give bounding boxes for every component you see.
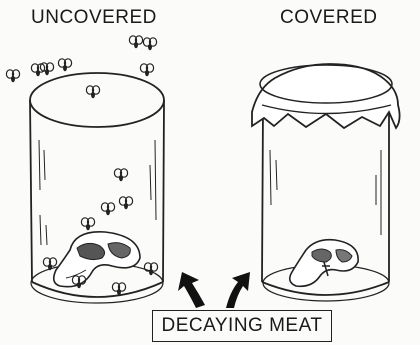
fly-icon [112,283,125,295]
arrows [178,272,250,308]
uncovered-label: UNCOVERED [31,7,157,29]
decaying-meat-label: DECAYING MEAT [152,310,332,342]
fly-icon [6,70,19,82]
fly-icon [81,218,94,230]
uncovered-meat [54,232,140,287]
fly-icon [40,63,53,75]
covered-meat [290,240,358,287]
fly-icon [143,38,156,50]
fly-icon [86,86,99,98]
fly-icon [119,197,132,209]
fly-icon [129,36,142,48]
arrow-icon [178,272,205,308]
fly-icon [114,169,127,181]
fly-icon [31,64,44,76]
fly-icon [140,64,153,76]
arrow-icon [226,272,250,308]
cloth-cover [252,64,400,128]
fly-icon [43,258,56,270]
covered-label: COVERED [280,7,377,29]
fly-icon [101,203,114,215]
fly-icon [58,59,71,71]
